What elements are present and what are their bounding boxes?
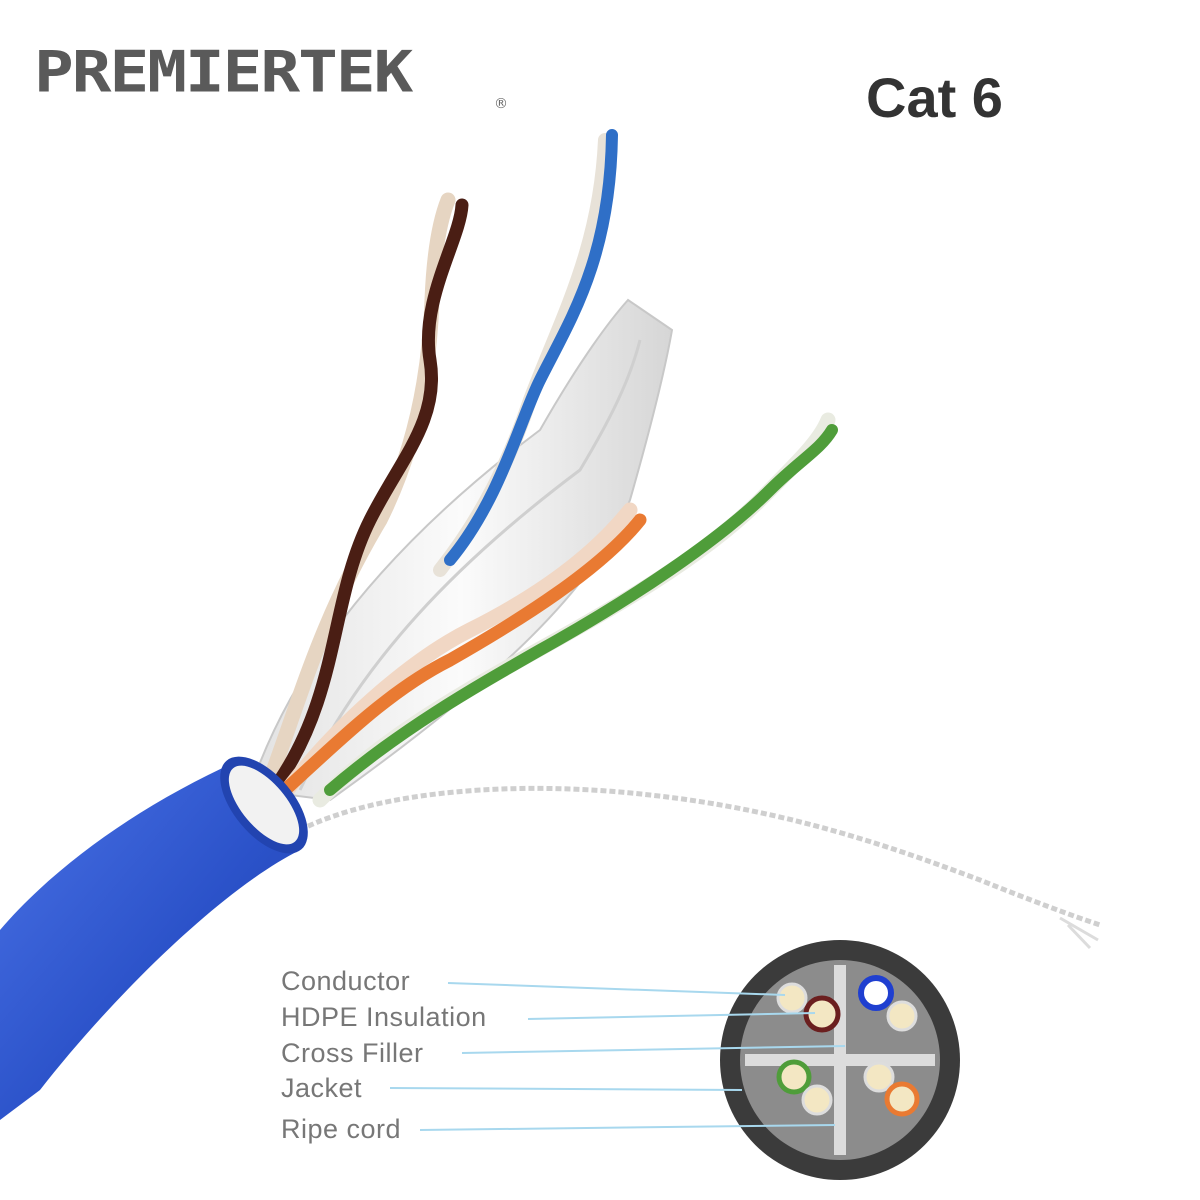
logo-wordmark: PREMIERTEK [34, 38, 413, 106]
registered-mark: ® [494, 96, 508, 112]
legend-leader-lines [389, 982, 846, 1131]
product-category-label: Cat 6 [866, 66, 1003, 129]
brown-twisted-pair [260, 192, 469, 793]
legend-label-conductor: Conductor [281, 966, 411, 996]
cross-section-diagram [720, 940, 960, 1180]
green-twisted-pair [312, 412, 838, 808]
cable-jacket [0, 756, 308, 1120]
orange-twisted-pair [272, 502, 647, 808]
blue-twisted-pair [433, 129, 618, 577]
legend-label-jacket: Jacket [281, 1073, 363, 1103]
legend-label-cross-filler: Cross Filler [281, 1038, 424, 1068]
ripe-cord-string [298, 785, 1101, 928]
brand-logo: PREMIERTEK ® [34, 38, 508, 116]
legend-label-ripe-cord: Ripe cord [281, 1114, 402, 1144]
legend-label-insulation: HDPE Insulation [281, 1002, 487, 1032]
